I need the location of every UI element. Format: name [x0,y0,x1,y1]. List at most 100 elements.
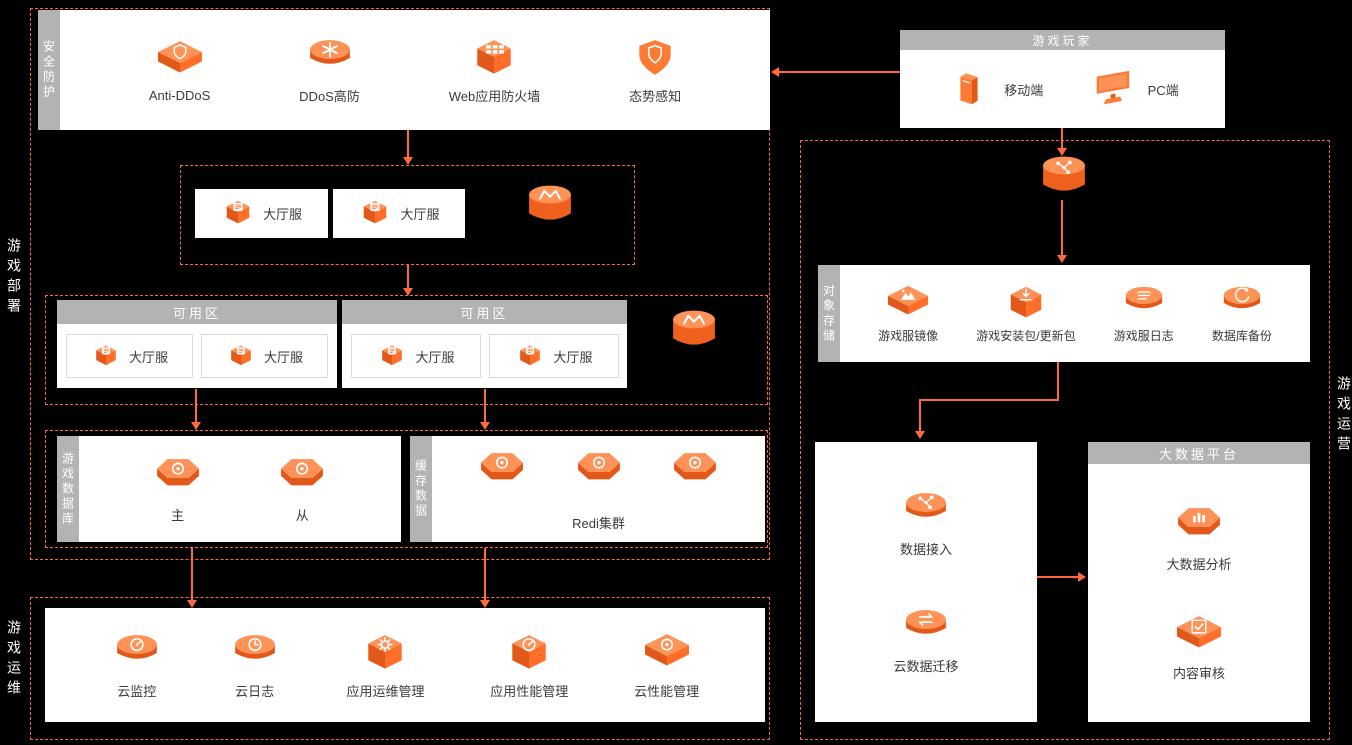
arrowhead-left [771,67,779,77]
anti-ddos-node: Anti-DDoS [149,38,210,103]
redis-node-icon [573,449,625,495]
master-db-label: 主 [171,507,185,523]
lobby-server-icon [377,343,407,370]
load-balancer-icon [668,308,720,354]
lobby-server-icon [226,343,256,370]
arrowhead-down [403,157,413,165]
zone-server-label: 大厅服 [128,349,168,365]
flow-line [407,130,409,157]
app-ops-icon [359,631,411,677]
side-label-game-deploy: 游戏部署 [6,238,22,318]
bigdata-analysis-node: 大数据分析 [1166,504,1232,573]
lobby-server-label: 大厅服 [262,207,302,222]
pc-label: PC端 [1147,82,1179,98]
cloud-monitor-label: 云监控 [117,683,157,699]
server-image-node: 游戏服镜像 [878,283,938,344]
server-image-label: 游戏服镜像 [878,329,939,343]
load-balancer-icon [524,183,576,229]
data-migration-label: 云数据迁移 [893,658,959,674]
flow-line [1037,576,1078,578]
pc-icon [1090,68,1136,110]
flow-line [191,548,193,600]
lobby-server-box-1: 大厅服 [195,189,328,238]
data-group-border [45,430,768,548]
availability-zone-2: 可用区 大厅服 大厅服 [342,300,627,388]
arrowhead-down [403,288,413,296]
redis-cluster-label: Redi集群 [572,516,625,531]
arrowhead-right [1078,572,1086,582]
bigdata-analysis-label: 大数据分析 [1166,557,1232,572]
cache-data-tab: 缓存数据 [410,436,432,542]
mobile-node: 移动端 [946,68,1043,110]
bigdata-analysis-icon [1173,504,1225,550]
ddos-protection-node: DDoS高防 [299,36,360,105]
object-storage-panel: 游戏服镜像 游戏安装包/更新包 游戏服日志 数据库备份 [840,265,1310,362]
arrowhead-down [187,600,197,608]
db-backup-node: 数据库备份 [1212,283,1272,344]
situation-awareness-node: 态势感知 [629,36,681,105]
slave-db-label: 从 [295,507,309,523]
data-ingest-node: 数据接入 [900,489,952,558]
lobby-server-box-2: 大厅服 [333,189,465,238]
slave-db-icon [276,455,328,501]
cloud-performance-label: 云性能管理 [634,683,700,699]
mobile-icon [946,68,992,110]
cloud-log-label: 云日志 [235,683,275,699]
lobby-group-border [180,165,635,265]
bigdata-platform-box: 大数据平台 大数据分析 内容审核 [1088,442,1310,722]
cloud-log-node: 云日志 [229,631,281,700]
app-performance-node: 应用性能管理 [490,631,568,700]
app-ops-node: 应用运维管理 [346,631,424,700]
install-package-label: 游戏安装包/更新包 [976,329,1076,343]
server-log-icon [1121,283,1167,325]
game-database-panel: 主 从 [79,436,401,542]
lobby-server-icon [91,343,121,370]
lobby-server-icon [515,343,545,370]
zone-server-label: 大厅服 [415,349,455,365]
content-audit-node: 内容审核 [1173,613,1225,682]
zone-1-server-box-1: 大厅服 [66,334,193,378]
object-storage-tab: 对象存储 [818,265,840,362]
flow-line [484,389,486,422]
app-performance-icon [503,631,555,677]
cache-panel: Redi集群 [432,436,765,542]
waf-node: Web应用防火墙 [449,36,540,105]
zone-2-header: 可用区 [342,300,627,324]
slave-db-node: 从 [276,455,328,524]
side-label-game-ops: 游戏运维 [6,620,22,700]
flow-line [1061,200,1063,255]
situation-awareness-shield-icon [629,36,681,82]
game-database-tab: 游戏数据库 [57,436,79,542]
server-log-label: 游戏服日志 [1113,329,1174,343]
install-package-node: 游戏安装包/更新包 [976,283,1076,344]
flow-line [919,399,1059,401]
app-performance-label: 应用性能管理 [490,683,569,699]
ops-region-border [30,597,770,740]
pc-node: PC端 [1090,68,1179,110]
lobby-server-icon [358,198,392,229]
app-ops-label: 应用运维管理 [346,683,425,699]
data-ingest-icon [900,489,952,535]
security-panel: Anti-DDoS DDoS高防 Web应用防火墙 态势感知 [60,10,770,130]
zone-1-header: 可用区 [57,300,337,324]
zone-2-server-box-1: 大厅服 [351,334,481,378]
content-audit-icon [1173,613,1225,659]
arrowhead-down [480,422,490,430]
db-backup-icon [1219,283,1265,325]
cloud-performance-icon [641,631,693,677]
cloud-monitor-icon [111,631,163,677]
data-access-panel: 数据接入 云数据迁移 [815,442,1037,722]
waf-icon [468,36,520,82]
flow-line [1061,128,1063,148]
arrowhead-down [1057,148,1067,156]
master-db-node: 主 [152,455,204,524]
flow-line [919,399,921,431]
server-log-node: 游戏服日志 [1114,283,1174,344]
cloud-performance-node: 云性能管理 [634,631,699,700]
arrowhead-down [1057,255,1067,263]
anti-ddos-shield-icon [154,38,206,84]
flow-line [1057,362,1059,401]
db-backup-label: 数据库备份 [1211,329,1272,343]
flow-line [484,548,486,600]
